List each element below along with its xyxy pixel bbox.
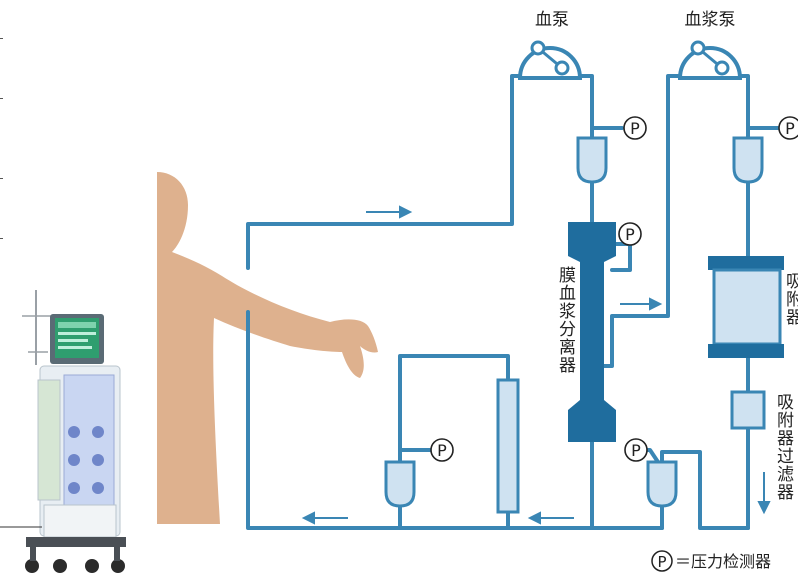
pressure-symbol: P xyxy=(631,441,641,460)
pressure-detector-4: P xyxy=(431,439,453,461)
legend-text: ＝压力检测器 xyxy=(675,552,771,571)
pressure-symbol: P xyxy=(630,119,640,138)
warmer-column xyxy=(498,380,518,512)
blood-pump-label: 血泵 xyxy=(535,10,569,30)
adsorber-label: 吸附器 xyxy=(780,272,798,326)
blood-pump xyxy=(520,42,580,78)
pressure-detector-5: P xyxy=(625,439,647,461)
adsorber xyxy=(708,256,784,358)
pressure-symbol: P xyxy=(437,441,447,460)
plasma-pump xyxy=(680,42,740,78)
plasma-pump-label: 血浆泵 xyxy=(685,10,736,30)
apheresis-machine-illustration xyxy=(22,290,126,573)
membrane-separator-label: 膜血浆分离器 xyxy=(553,266,578,374)
legend: P ＝压力检测器 xyxy=(652,551,771,571)
pressure-detector-1: P xyxy=(624,117,646,139)
adsorber-filter-label: 吸附器过滤器 xyxy=(771,393,796,501)
adsorber-filter xyxy=(732,392,764,428)
drip-chamber-plasma xyxy=(734,138,762,182)
drip-chamber-return xyxy=(648,462,676,506)
pressure-detector-2: P xyxy=(779,117,798,139)
pressure-symbol: P xyxy=(625,225,635,244)
drip-chamber-arterial xyxy=(578,138,606,182)
pressure-detector-3: P xyxy=(619,223,641,245)
pressure-symbol: P xyxy=(785,119,795,138)
drip-chamber-venous xyxy=(386,462,414,506)
legend-symbol: P xyxy=(657,553,666,571)
